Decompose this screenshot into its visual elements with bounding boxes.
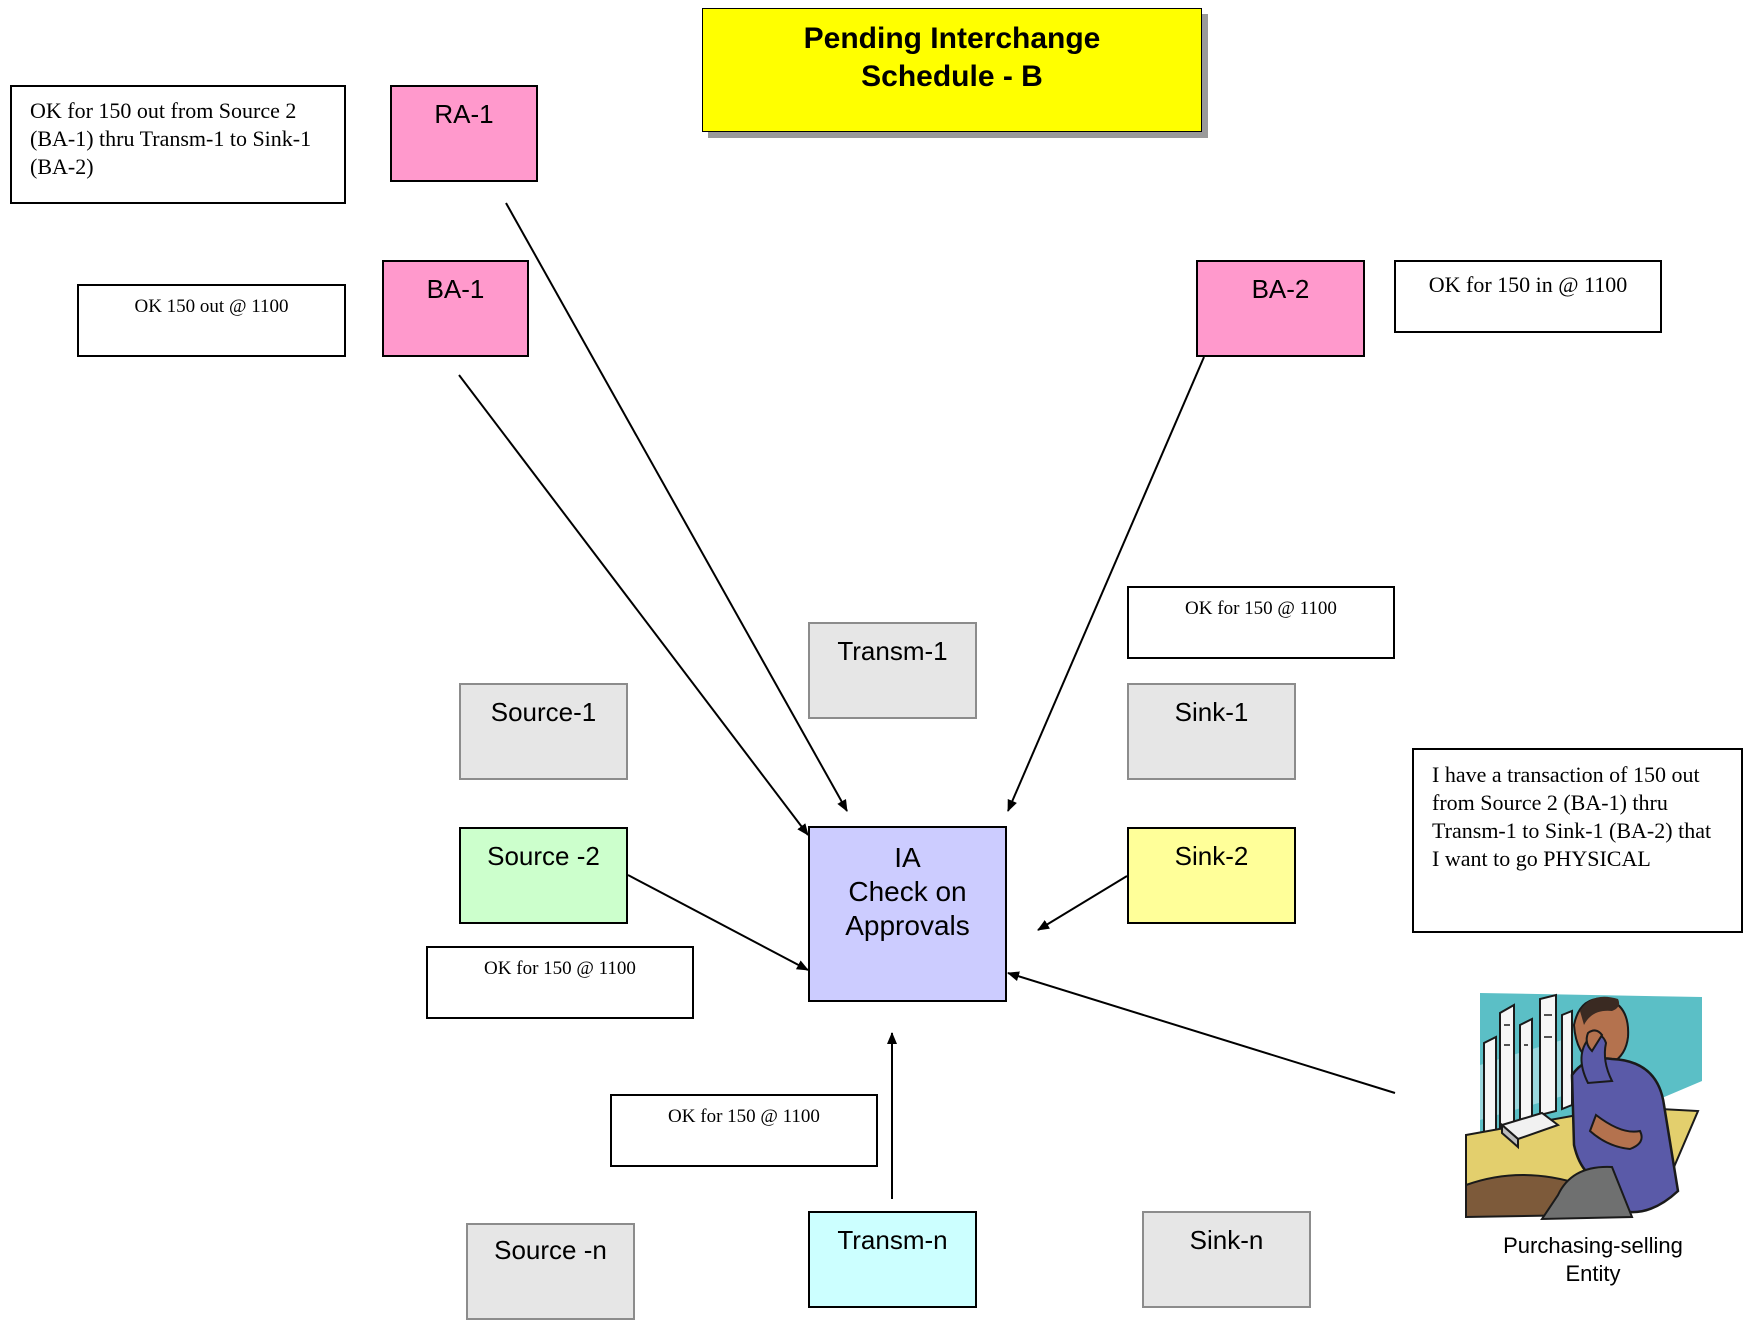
note-sink-1-approval: OK for 150 @ 1100	[1127, 586, 1395, 659]
note-ra-1-approval: OK for 150 out from Source 2 (BA-1) thru…	[10, 85, 346, 204]
arrow-sink2-to-ia	[1037, 875, 1128, 931]
note-entity-request: I have a transaction of 150 out from Sou…	[1412, 748, 1743, 933]
entity-caption: Purchasing-selling Entity	[1448, 1232, 1738, 1288]
title-line-1: Pending Interchange	[803, 22, 1101, 55]
node-sink-n: Sink-n	[1142, 1211, 1311, 1308]
node-source-2: Source -2	[459, 827, 628, 924]
arrow-ba2-to-ia	[1007, 356, 1205, 812]
node-sink-2: Sink-2	[1127, 827, 1296, 924]
node-ba-1: BA-1	[382, 260, 529, 357]
note-transm-n-approval: OK for 150 @ 1100	[610, 1094, 878, 1167]
arrow-source2-to-ia	[627, 874, 809, 971]
entity-caption-line-1: Purchasing-selling	[1503, 1233, 1683, 1258]
node-ra-1: RA-1	[390, 85, 538, 182]
ia-line-2: Check on	[848, 876, 967, 907]
arrow-entity-to-ia	[1007, 971, 1396, 1094]
node-source-n: Source -n	[466, 1223, 635, 1320]
diagram-title: Pending Interchange Schedule - B	[702, 8, 1202, 132]
note-ba-2-approval: OK for 150 in @ 1100	[1394, 260, 1662, 333]
entity-caption-line-2: Entity	[1565, 1261, 1621, 1286]
arrow-ba1-to-ia	[458, 374, 809, 836]
note-ba-1-approval: OK 150 out @ 1100	[77, 284, 346, 357]
arrow-ra1-to-ia	[505, 202, 848, 812]
node-transm-n: Transm-n	[808, 1211, 977, 1308]
node-ba-2: BA-2	[1196, 260, 1365, 357]
title-line-2: Schedule - B	[861, 60, 1043, 93]
person-on-phone-clipart-icon	[1465, 993, 1702, 1221]
ia-line-1: IA	[894, 842, 921, 873]
ia-line-3: Approvals	[845, 910, 970, 941]
note-source-2-approval: OK for 150 @ 1100	[426, 946, 694, 1019]
node-transm-1: Transm-1	[808, 622, 977, 719]
node-sink-1: Sink-1	[1127, 683, 1296, 780]
node-ia-check-on-approvals: IA Check on Approvals	[808, 826, 1007, 1002]
node-source-1: Source-1	[459, 683, 628, 780]
